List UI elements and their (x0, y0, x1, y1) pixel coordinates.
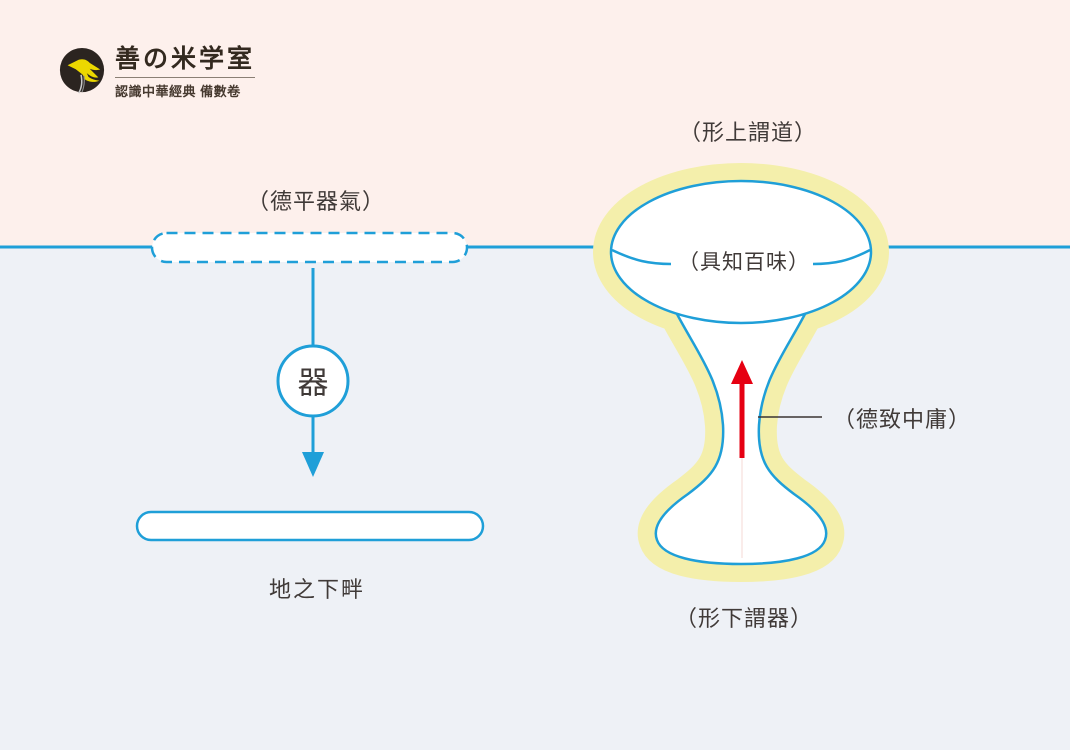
liquid-surface-arc-right (812, 248, 871, 266)
label-de-zhi-zhong-yong: （德致中庸） (833, 407, 972, 432)
swallow-bird-icon (59, 47, 105, 94)
goblet-bowl (609, 179, 873, 325)
liquid-surface-arc-left (611, 248, 672, 266)
label-di-zhi-xia-pan: 地之下畔 (268, 577, 366, 602)
upward-arrow (731, 360, 753, 458)
ground-pill (135, 510, 485, 542)
dashed-pill (150, 231, 469, 264)
circle-node-character: 器 (297, 365, 329, 401)
label-de-ping-qi-qi: （德平器氣） (246, 189, 386, 214)
upper-background-band (0, 0, 1070, 247)
logo-text: 善の米学室 認識中華經典 備數卷 (115, 46, 256, 100)
logo: 善の米学室 認識中華經典 備數卷 (58, 46, 256, 100)
label-ju-zhi-bai-wei: （具知百味） (678, 251, 810, 274)
logo-subtitle: 認識中華經典 備數卷 (115, 83, 241, 99)
logo-title: 善の米学室 (115, 46, 256, 78)
downward-arrowhead (302, 452, 324, 477)
label-form-below-qi: （形下謂器） (674, 606, 814, 631)
label-form-above-dao: （形上謂道） (678, 120, 818, 145)
